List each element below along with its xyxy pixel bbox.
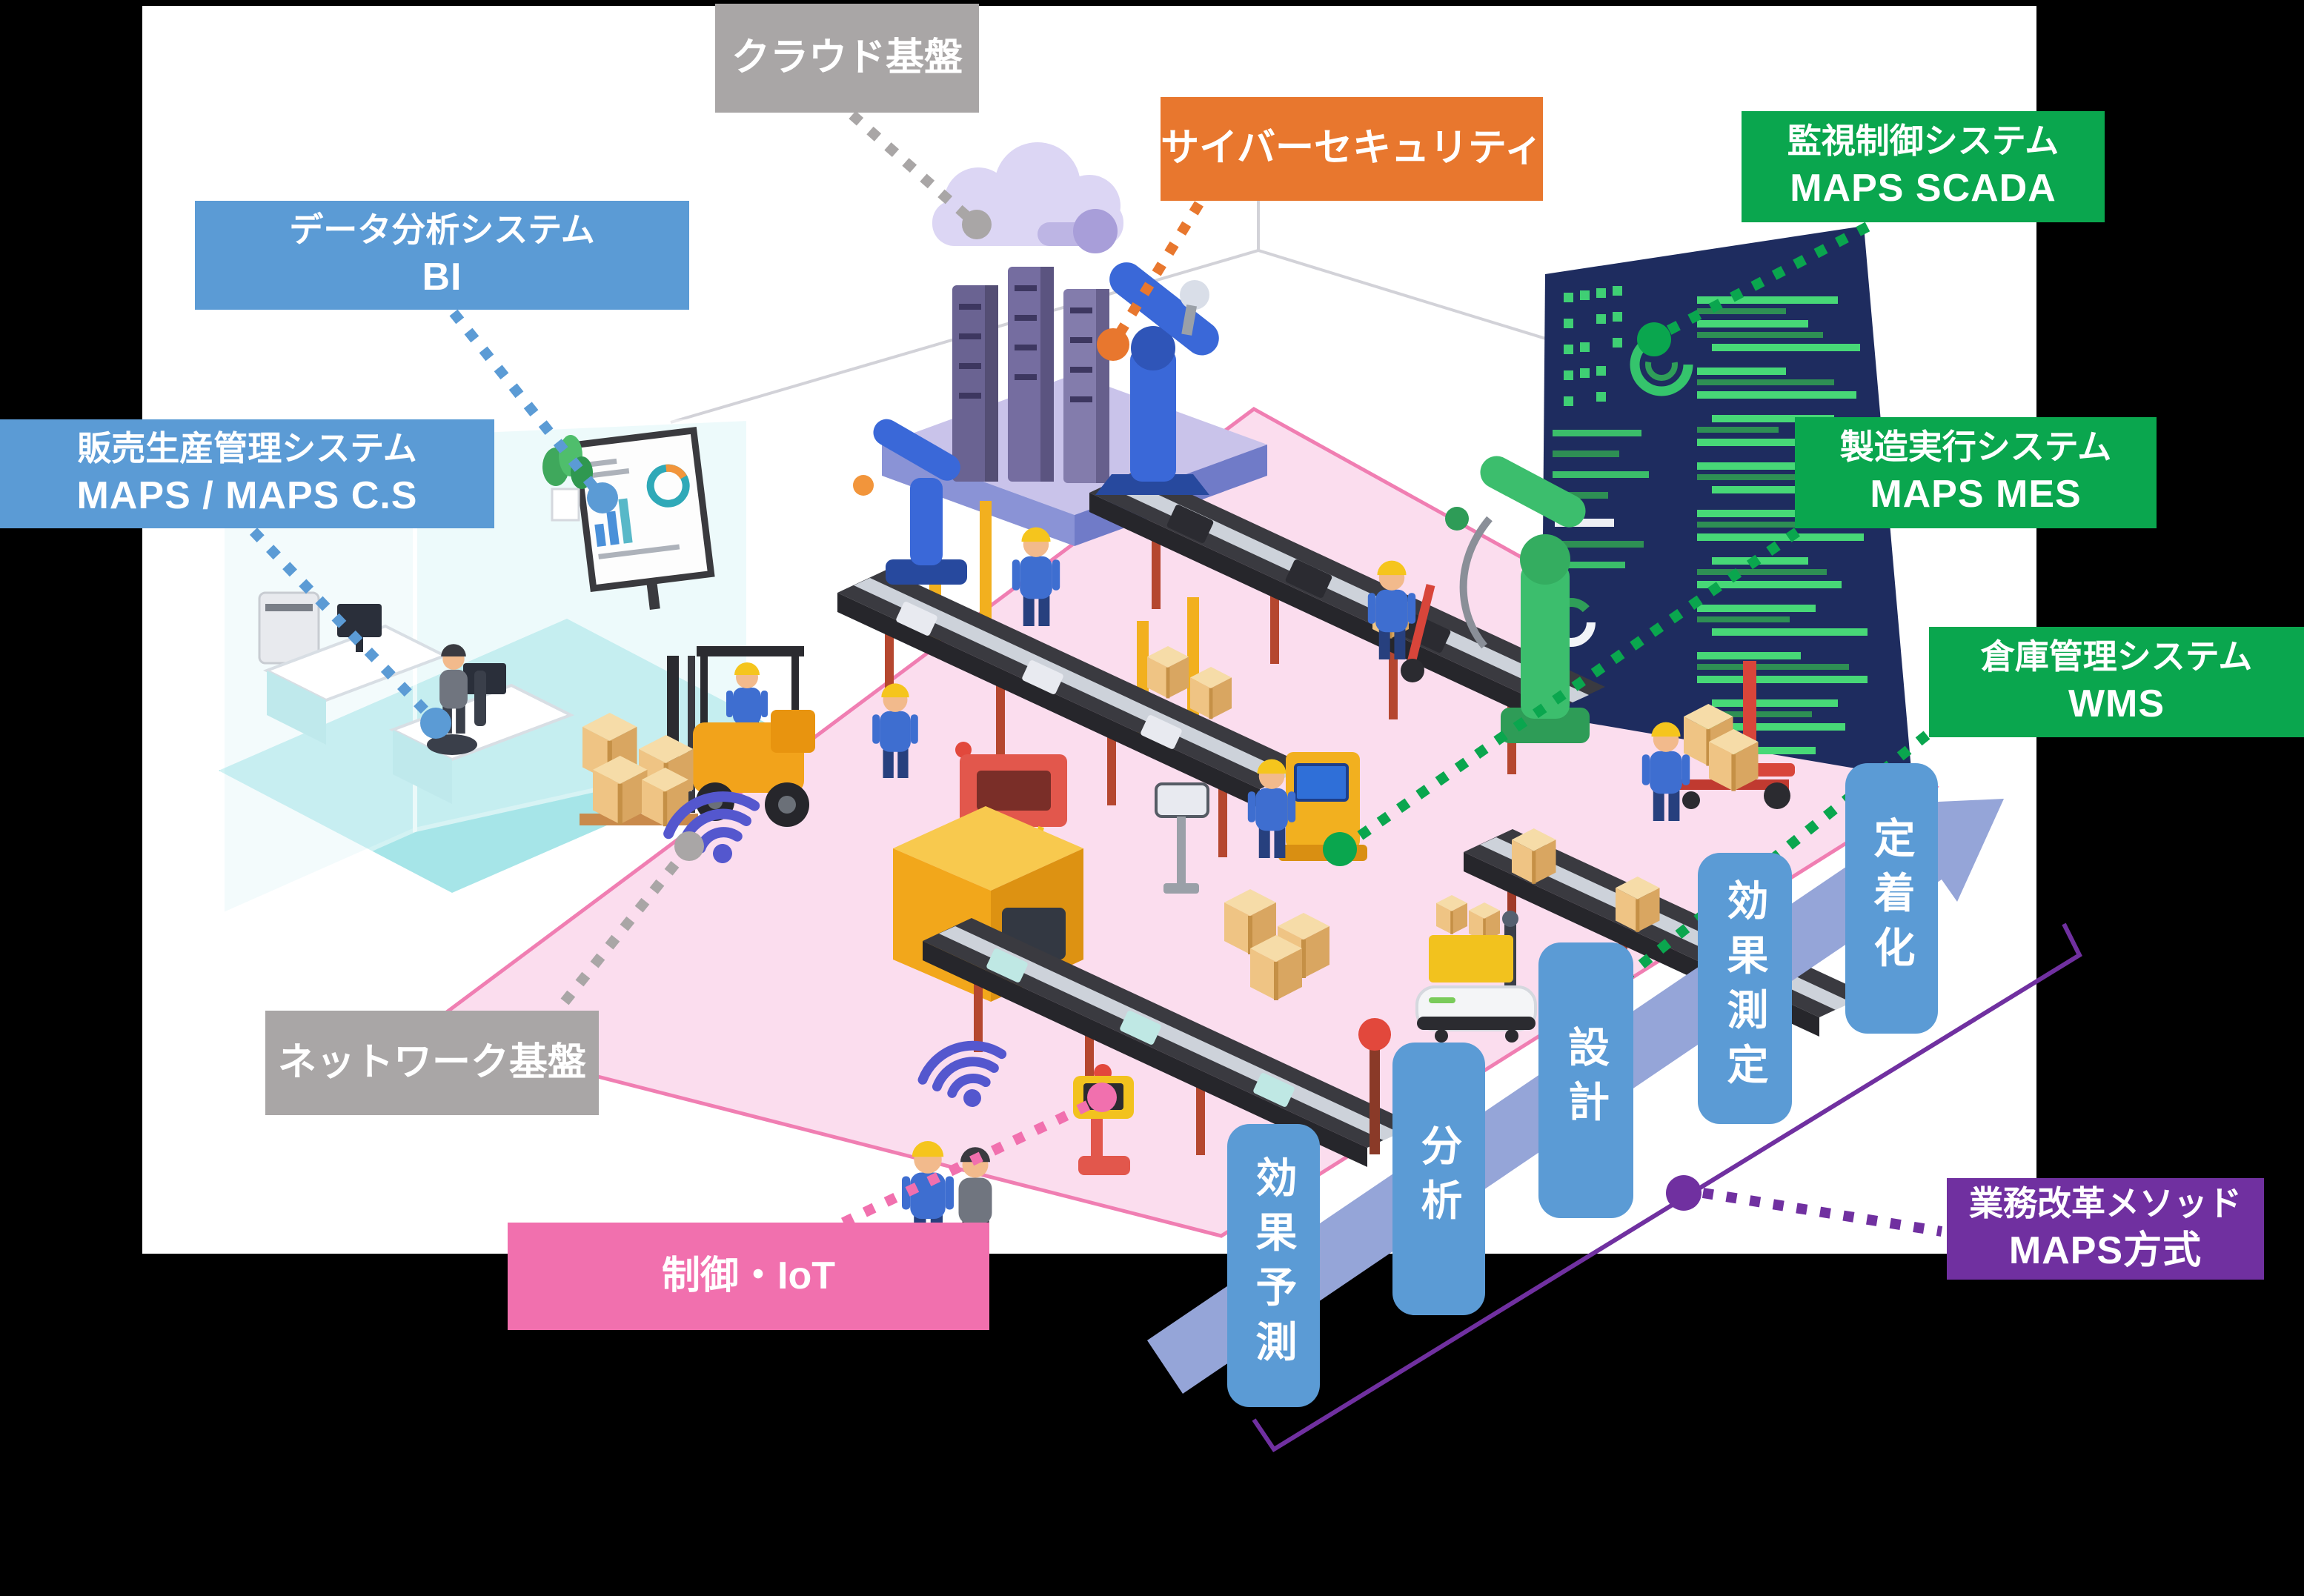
label-cloud-text: クラウド基盤 xyxy=(731,36,963,79)
leader-line-bi xyxy=(449,309,603,497)
step-box-3-label: 設計 xyxy=(1562,1025,1610,1135)
robot-arm-blue-large xyxy=(1095,262,1219,495)
label-cloud: クラウド基盤 xyxy=(715,4,979,113)
label-network-text: ネットワーク基盤 xyxy=(277,1040,586,1084)
label-cyber: サイバーセキュリティ xyxy=(1161,97,1543,201)
label-data-bi-line1: データ分析システム xyxy=(289,210,595,249)
label-wms-line1: 倉庫管理システム xyxy=(1980,636,2253,676)
label-scada-line2: MAPS SCADA xyxy=(1790,167,2056,210)
label-cyber-text: サイバーセキュリティ xyxy=(1161,127,1543,170)
endpoint-dot-cyber xyxy=(1097,328,1129,361)
endpoint-dot-method xyxy=(1666,1175,1702,1211)
label-method: 業務改革メソッド MAPS方式 xyxy=(1947,1178,2264,1280)
agv-robot-icon xyxy=(1415,895,1537,1043)
hand-truck xyxy=(1372,584,1435,682)
robot-arm-blue-small xyxy=(853,419,967,585)
endpoint-dot-scada xyxy=(1637,322,1671,356)
leader-line-sales xyxy=(249,528,437,722)
conveyor-belt-3 xyxy=(923,918,1416,1207)
label-sales: 販売生産管理システム MAPS / MAPS C.S xyxy=(0,419,494,528)
cloud-icon xyxy=(932,142,1123,253)
label-network: ネットワーク基盤 xyxy=(265,1011,599,1115)
endpoint-dot-cloud xyxy=(962,210,992,239)
label-iot-text: 制御・IoT xyxy=(662,1254,835,1297)
label-sales-line2: MAPS / MAPS C.S xyxy=(76,473,418,517)
leader-line-network xyxy=(560,848,689,1005)
endpoint-dot-network xyxy=(674,831,704,861)
step-box-4: 効果測定 xyxy=(1698,853,1792,1124)
step-box-3: 設計 xyxy=(1538,942,1633,1218)
label-sales-line1: 販売生産管理システム xyxy=(77,428,417,468)
endpoint-dot-mes xyxy=(1323,832,1357,866)
label-wms-line2: WMS xyxy=(2068,682,2165,725)
leader-line-cloud xyxy=(849,110,976,225)
conveyor-belt-2 xyxy=(837,501,1309,857)
server-rack-icon xyxy=(952,267,1109,483)
step-box-5: 定着化 xyxy=(1845,763,1938,1034)
endpoint-dot-iot xyxy=(1087,1083,1117,1112)
office-desks xyxy=(263,604,574,804)
label-mes: 製造実行システム MAPS MES xyxy=(1795,417,2157,528)
leader-line-cyber xyxy=(1112,201,1204,342)
pallet-jack xyxy=(1676,661,1795,809)
scale-station xyxy=(1155,782,1209,894)
robot-arm-green xyxy=(1445,456,1590,743)
step-box-5-label: 定着化 xyxy=(1868,816,1915,981)
label-data-bi: データ分析システム BI xyxy=(195,201,689,310)
step-box-4-label: 効果測定 xyxy=(1722,879,1768,1098)
leader-line-method xyxy=(1702,1188,1943,1237)
step-box-1-label: 効果予測 xyxy=(1250,1156,1297,1375)
label-wms: 倉庫管理システム WMS xyxy=(1929,627,2304,737)
endpoint-dot-bi xyxy=(587,482,618,513)
leader-line-mes xyxy=(1342,528,1800,851)
conveyor-belt-1 xyxy=(1089,470,1605,774)
leader-line-scada xyxy=(1657,222,1870,340)
label-method-line2: MAPS方式 xyxy=(2008,1228,2202,1272)
label-mes-line2: MAPS MES xyxy=(1870,473,2082,516)
presentation-screen xyxy=(572,426,715,610)
label-scada: 監視制御システム MAPS SCADA xyxy=(1742,111,2105,222)
step-box-2-label: 分析 xyxy=(1415,1124,1462,1234)
label-method-line1: 業務改革メソッド xyxy=(1969,1183,2242,1223)
step-box-2: 分析 xyxy=(1392,1043,1485,1315)
label-iot: 制御・IoT xyxy=(508,1223,989,1330)
label-mes-line1: 製造実行システム xyxy=(1839,428,2112,467)
label-data-bi-line2: BI xyxy=(422,255,462,299)
step-box-1: 効果予測 xyxy=(1227,1124,1320,1407)
endpoint-dot-sales xyxy=(420,708,451,739)
label-scada-line1: 監視制御システム xyxy=(1787,122,2059,161)
forklift-icon xyxy=(639,646,815,827)
